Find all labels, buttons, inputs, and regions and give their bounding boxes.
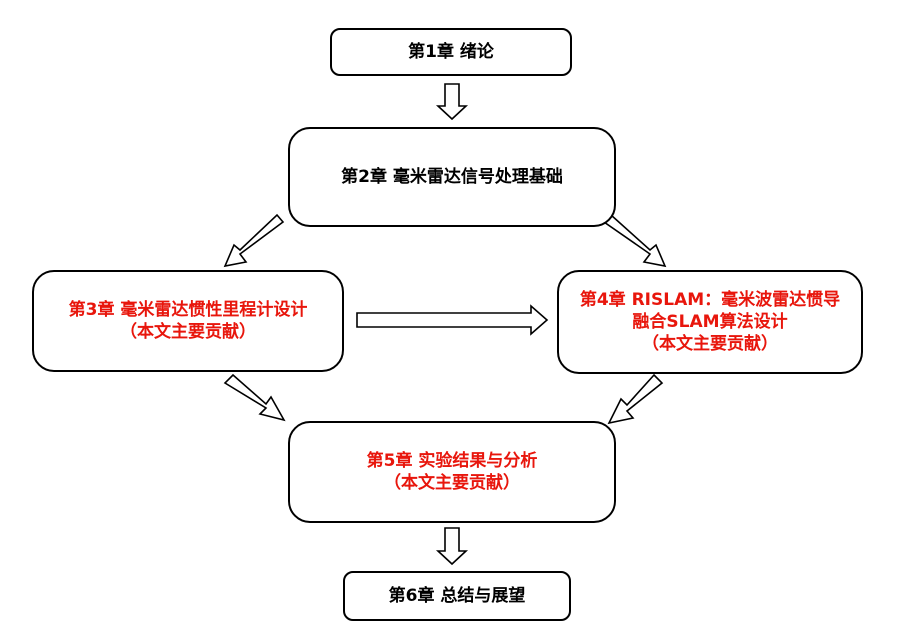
box-chapter-5: 第5章 实验结果与分析 （本文主要贡献）	[288, 421, 616, 523]
box-chapter-2: 第2章 毫米雷达信号处理基础	[288, 127, 616, 227]
chapter-3-title: 第3章 毫米雷达惯性里程计设计	[68, 299, 308, 320]
chapter-1-label: 第1章 绪论	[408, 41, 494, 62]
chapter-4-subtitle: 融合SLAM算法设计	[632, 311, 788, 332]
arrow-ch4-to-ch5	[607, 373, 664, 425]
chapter-2-label: 第2章 毫米雷达信号处理基础	[341, 166, 563, 187]
box-chapter-1: 第1章 绪论	[330, 28, 572, 76]
chapter-3-note: （本文主要贡献）	[120, 322, 256, 342]
arrow-ch1-to-ch2	[435, 83, 469, 121]
chapter-5-title: 第5章 实验结果与分析	[366, 450, 538, 471]
box-chapter-6: 第6章 总结与展望	[343, 571, 571, 621]
chapter-4-note: （本文主要贡献）	[642, 334, 778, 355]
arrow-ch3-to-ch5	[223, 373, 286, 422]
chapter-5-note: （本文主要贡献）	[384, 473, 520, 493]
box-chapter-3: 第3章 毫米雷达惯性里程计设计 （本文主要贡献）	[32, 270, 344, 372]
box-chapter-4: 第4章 RISLAM：毫米波雷达惯导 融合SLAM算法设计 （本文主要贡献）	[557, 270, 863, 374]
chapter-6-label: 第6章 总结与展望	[388, 585, 526, 606]
arrow-ch2-to-ch3	[223, 213, 285, 268]
arrow-ch5-to-ch6	[435, 527, 469, 566]
arrow-ch3-to-ch4	[356, 304, 549, 336]
chapter-4-title: 第4章 RISLAM：毫米波雷达惯导	[579, 289, 841, 310]
arrow-ch2-to-ch4	[602, 213, 667, 268]
